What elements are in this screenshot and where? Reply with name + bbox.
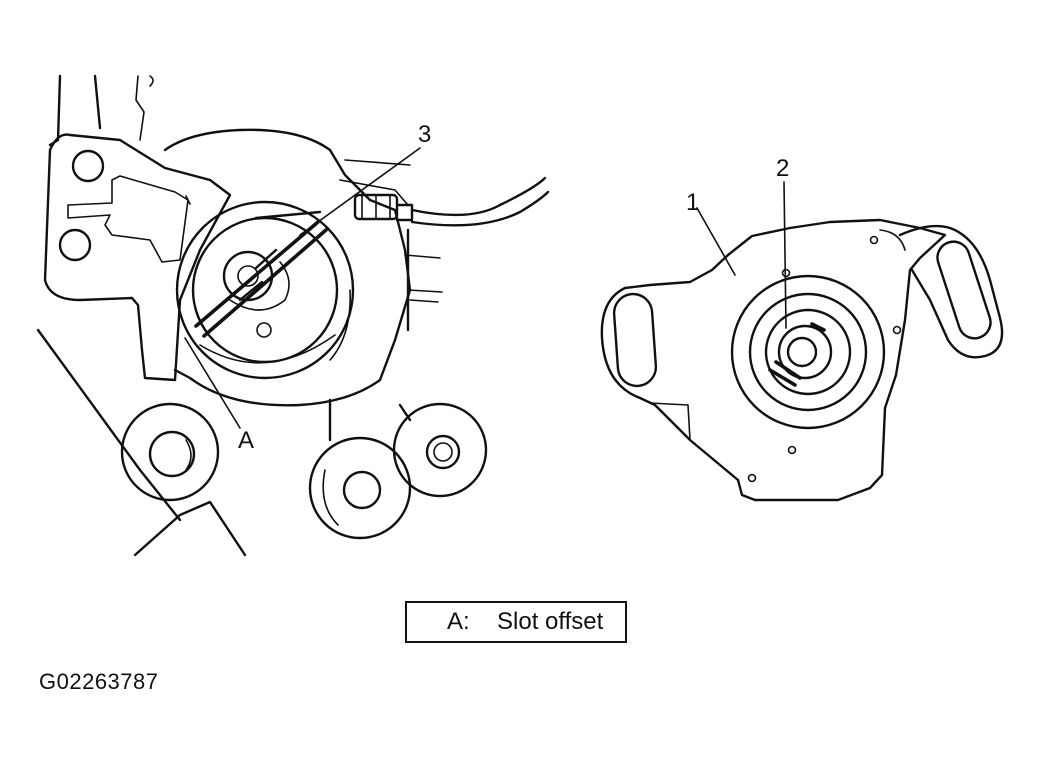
rotor-outer-ring-3 xyxy=(329,289,351,361)
pulley-center-mark xyxy=(322,469,339,526)
cable xyxy=(410,176,547,217)
rotor-top-mark xyxy=(254,210,322,220)
shaft-flat-2 xyxy=(774,360,802,380)
callout-3: 3 xyxy=(418,121,431,148)
left-assembly xyxy=(36,74,550,557)
rotor-outer-ring xyxy=(175,200,355,380)
engine-line-3 xyxy=(135,75,145,141)
leader-A xyxy=(184,337,241,429)
pulley-support xyxy=(328,398,412,442)
mounting-bracket xyxy=(43,133,232,382)
cable-lower xyxy=(410,190,550,227)
rotor-hub-inner xyxy=(237,265,259,287)
pulley-left xyxy=(120,402,220,502)
engine-diagonal xyxy=(36,328,182,522)
shaft-flat-1 xyxy=(768,368,797,387)
engine-lower-edge xyxy=(133,500,247,557)
shaft-flat-3 xyxy=(810,322,826,332)
rotor-small-hole xyxy=(256,322,272,338)
bracket-hole-bottom xyxy=(58,228,92,262)
pulley-center xyxy=(308,436,412,540)
rotor-outer-ring-2 xyxy=(199,334,336,364)
pulley-left-mark xyxy=(185,439,192,471)
right-ear-slot xyxy=(936,240,992,340)
unit-body-ridge-2 xyxy=(339,179,409,206)
callout-2: 2 xyxy=(776,155,789,182)
screw-right xyxy=(892,325,902,335)
housing-ring-outer xyxy=(730,274,886,430)
legend-box: A: Slot offset xyxy=(405,601,627,643)
engine-line-4 xyxy=(149,75,154,87)
housing-outline xyxy=(600,218,947,502)
left-ear-edge xyxy=(649,402,691,441)
housing-ring-mid xyxy=(748,292,868,412)
screw-bottom-left xyxy=(747,473,757,483)
connector-bolt-hex xyxy=(361,194,391,220)
pulley-center-hub xyxy=(342,470,382,510)
legend-key: A: xyxy=(447,608,470,635)
screw-bottom xyxy=(787,445,797,455)
unit-body-ridge xyxy=(344,159,411,166)
pulley-left-hub xyxy=(148,430,196,478)
bracket-hole-top xyxy=(71,149,105,183)
pulley-right xyxy=(392,402,488,498)
housing-ring-inner xyxy=(764,308,852,396)
housing-top-edge xyxy=(879,229,906,251)
callout-A: A xyxy=(238,427,254,454)
rotor-slot-line-2 xyxy=(202,228,328,338)
unit-side-lines xyxy=(404,254,443,303)
shaft-collar xyxy=(777,324,833,380)
bracket-recess xyxy=(67,175,189,263)
legend-text: Slot offset xyxy=(497,608,604,635)
rotor-hub-arc xyxy=(229,261,290,311)
right-part xyxy=(600,181,1004,502)
connector-plug xyxy=(395,203,414,222)
bracket-mark xyxy=(185,195,191,205)
leader-1 xyxy=(696,207,736,276)
engine-line-2 xyxy=(93,74,102,130)
left-ear-slot xyxy=(612,292,658,388)
pulley-right-hub-inner xyxy=(433,442,453,462)
pulley-right-hub xyxy=(425,434,461,470)
right-ear xyxy=(898,224,1004,359)
rotor-slot-mark xyxy=(238,248,278,302)
engine-line-1 xyxy=(48,74,62,147)
callout-1: 1 xyxy=(686,189,699,216)
shaft-center xyxy=(786,336,818,368)
leader-3 xyxy=(299,147,421,236)
screw-right-top xyxy=(869,235,879,245)
leader-2 xyxy=(783,181,787,329)
rotor-slot-line-1 xyxy=(194,220,320,328)
figure-code: G02263787 xyxy=(39,669,159,694)
